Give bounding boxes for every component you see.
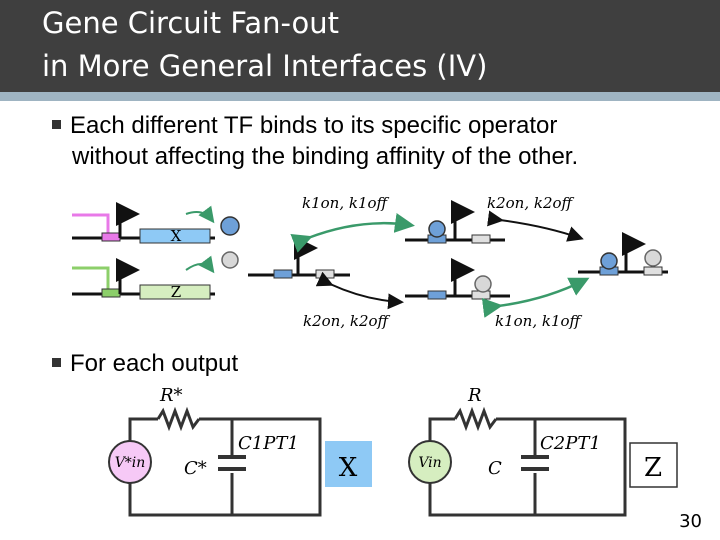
bullet-1-line-1: Each different TF binds to its specific …: [70, 112, 558, 139]
left-output-label: X: [339, 453, 358, 483]
x-bound-promoter: [405, 200, 505, 244]
title-bar: Gene Circuit Fan-out in More General Int…: [0, 0, 720, 92]
right-output-box: [629, 442, 678, 488]
title-line-2: in More General Interfaces (IV): [42, 49, 488, 83]
bullet-2-text: For each output: [70, 350, 239, 377]
bullet-1-cont: without affecting the binding affinity o…: [72, 141, 578, 172]
left-circuit: [108, 406, 322, 517]
right-resistor-icon: [453, 406, 498, 432]
input-x-label: X: [171, 227, 182, 245]
x-binding-right-reaction-arrow: [481, 277, 590, 318]
left-output-box: [325, 441, 372, 487]
both-bound-promoter: [578, 232, 668, 276]
green-gene-construct: [72, 258, 215, 300]
left-resistor-label: R*: [159, 385, 183, 406]
page-number: 30: [679, 511, 702, 532]
left-capacitor-label: C*: [184, 458, 207, 479]
z-bound-promoter: [405, 258, 510, 300]
right-resistor-label: R: [467, 385, 482, 406]
right-output-label: Z: [644, 453, 662, 483]
z-binding-bottom-reaction-arrow: [315, 271, 404, 310]
right-load-label: C2PT1: [540, 433, 601, 454]
bullet-1: Each different TF binds to its specific …: [52, 110, 557, 141]
right-voltage-source-icon: [408, 440, 452, 484]
bullet-1-line-2: without affecting the binding affinity o…: [72, 143, 579, 170]
z-binding-top-reaction-arrow: [487, 210, 584, 242]
unbound-promoter: [248, 236, 350, 279]
right-circuit: [408, 406, 627, 517]
rate-label-bottom-1: k2on, k2off: [303, 312, 391, 330]
equivalent-circuits: R* V*in C* C1PT1 X R Vin C C2PT1 Z: [108, 385, 678, 517]
bullet-2: For each output: [52, 348, 238, 379]
left-load-label: C1PT1: [238, 433, 299, 454]
input-z-label: Z: [171, 283, 181, 301]
rate-label-bottom-2: k1on, k1off: [495, 312, 583, 330]
left-voltage-source-icon: [108, 440, 152, 484]
x-expression-arrow: [185, 205, 215, 224]
left-source-label: V*in: [115, 455, 146, 471]
bullet-square-icon: [52, 358, 61, 368]
left-resistor-icon: [156, 406, 201, 432]
title-line-1: Gene Circuit Fan-out: [42, 6, 339, 40]
bullet-square-icon: [52, 120, 61, 130]
gene-binding-diagram: X Z: [72, 194, 668, 330]
rate-label-top-2: k2on, k2off: [487, 194, 575, 212]
right-source-label: Vin: [418, 455, 441, 471]
x-protein-icon: [220, 216, 240, 236]
rate-label-top-1: k1on, k1off: [302, 194, 390, 212]
z-expression-arrow: [185, 255, 215, 274]
z-protein-icon: [221, 251, 239, 269]
pink-gene-construct: [72, 202, 215, 244]
accent-bar: [0, 92, 720, 101]
right-capacitor-label: C: [488, 458, 502, 479]
x-binding-reaction-arrow: [290, 213, 415, 253]
